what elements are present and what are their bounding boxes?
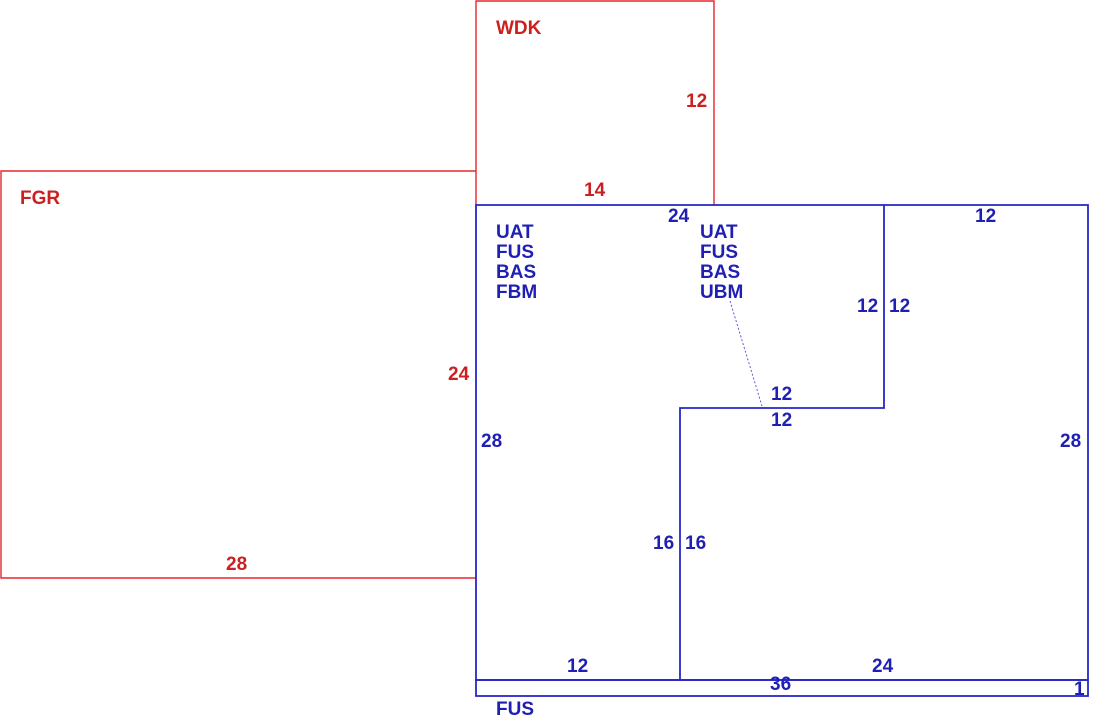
left-block-code-1: UAT [496, 222, 534, 243]
left-block-code-2: FUS [496, 242, 534, 263]
strip-length-dimension: 36 [770, 674, 791, 695]
fgr-bottom-dimension: 28 [226, 554, 247, 575]
main-right-dimension: 28 [1060, 431, 1081, 452]
main-inner-step-bottom-dimension: 12 [771, 410, 792, 431]
main-bottom-right-dimension: 24 [872, 656, 894, 677]
main-inner-vertical-right-dimension: 16 [685, 533, 706, 554]
fgr-code-label: FGR [20, 188, 60, 209]
right-block-code-4: UBM [700, 282, 743, 303]
main-step-left-dimension: 12 [857, 296, 878, 317]
wdk-right-dimension: 12 [686, 91, 707, 112]
wdk-bottom-dimension: 14 [584, 180, 606, 201]
wdk-code-label: WDK [496, 18, 542, 39]
right-block-code-2: FUS [700, 242, 738, 263]
ubm-leader-line [729, 300, 763, 407]
left-block-code-3: BAS [496, 262, 536, 283]
right-block-code-1: UAT [700, 222, 738, 243]
inner-step-lines [679, 205, 885, 680]
strip-code-label: FUS [496, 699, 534, 720]
main-inner-step-top-dimension: 12 [771, 384, 792, 405]
fus-strip-outline [475, 679, 1089, 697]
left-block-code-4: FBM [496, 282, 537, 303]
main-top-left-dimension: 24 [668, 206, 690, 227]
main-left-dimension: 28 [481, 431, 502, 452]
fgr-area-outline [0, 170, 476, 579]
main-bottom-left-dimension: 12 [567, 656, 588, 677]
main-step-right-dimension: 12 [889, 296, 910, 317]
right-block-code-3: BAS [700, 262, 740, 283]
fgr-right-dimension: 24 [448, 364, 470, 385]
wdk-area-outline [475, 0, 715, 205]
main-area-outline [475, 204, 1089, 681]
main-inner-vertical-left-dimension: 16 [653, 533, 674, 554]
main-top-right-dimension: 12 [975, 206, 996, 227]
strip-end-dimension: 1 [1074, 679, 1085, 700]
